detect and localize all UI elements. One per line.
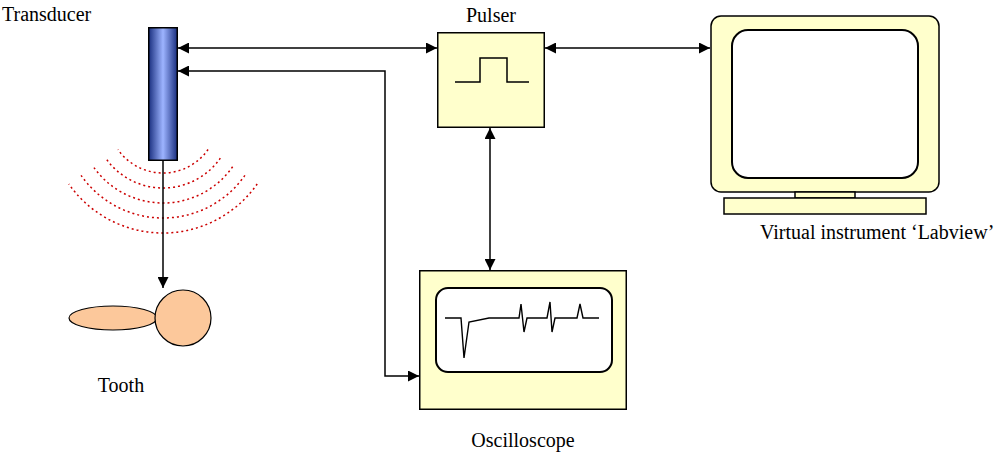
computer-monitor-outline — [710, 15, 940, 215]
tooth-figure: Tooth — [68, 288, 213, 348]
connector-arrow — [489, 128, 491, 270]
node-label: Oscilloscope — [471, 428, 574, 452]
oscilloscope-box-outline — [419, 270, 627, 410]
transducer-probe: Transducer — [148, 27, 178, 161]
transducer-probe-outline — [148, 27, 178, 161]
connector-arrow — [545, 47, 710, 49]
tooth-figure-outline — [68, 288, 213, 348]
oscilloscope-box: Oscilloscope — [419, 270, 627, 410]
pulser-box-outline — [437, 32, 545, 128]
connector-arrow — [162, 161, 164, 288]
pulser-box: Pulser — [437, 32, 545, 128]
node-label: Pulser — [466, 3, 516, 27]
connector-arrow — [178, 47, 437, 49]
computer-monitor: Virtual instrument ‘Labview’ — [710, 15, 940, 215]
node-label: Transducer — [2, 2, 91, 26]
node-label: Virtual instrument ‘Labview’ — [760, 220, 994, 244]
node-label: Tooth — [98, 373, 144, 397]
connector-arrow — [178, 71, 419, 376]
